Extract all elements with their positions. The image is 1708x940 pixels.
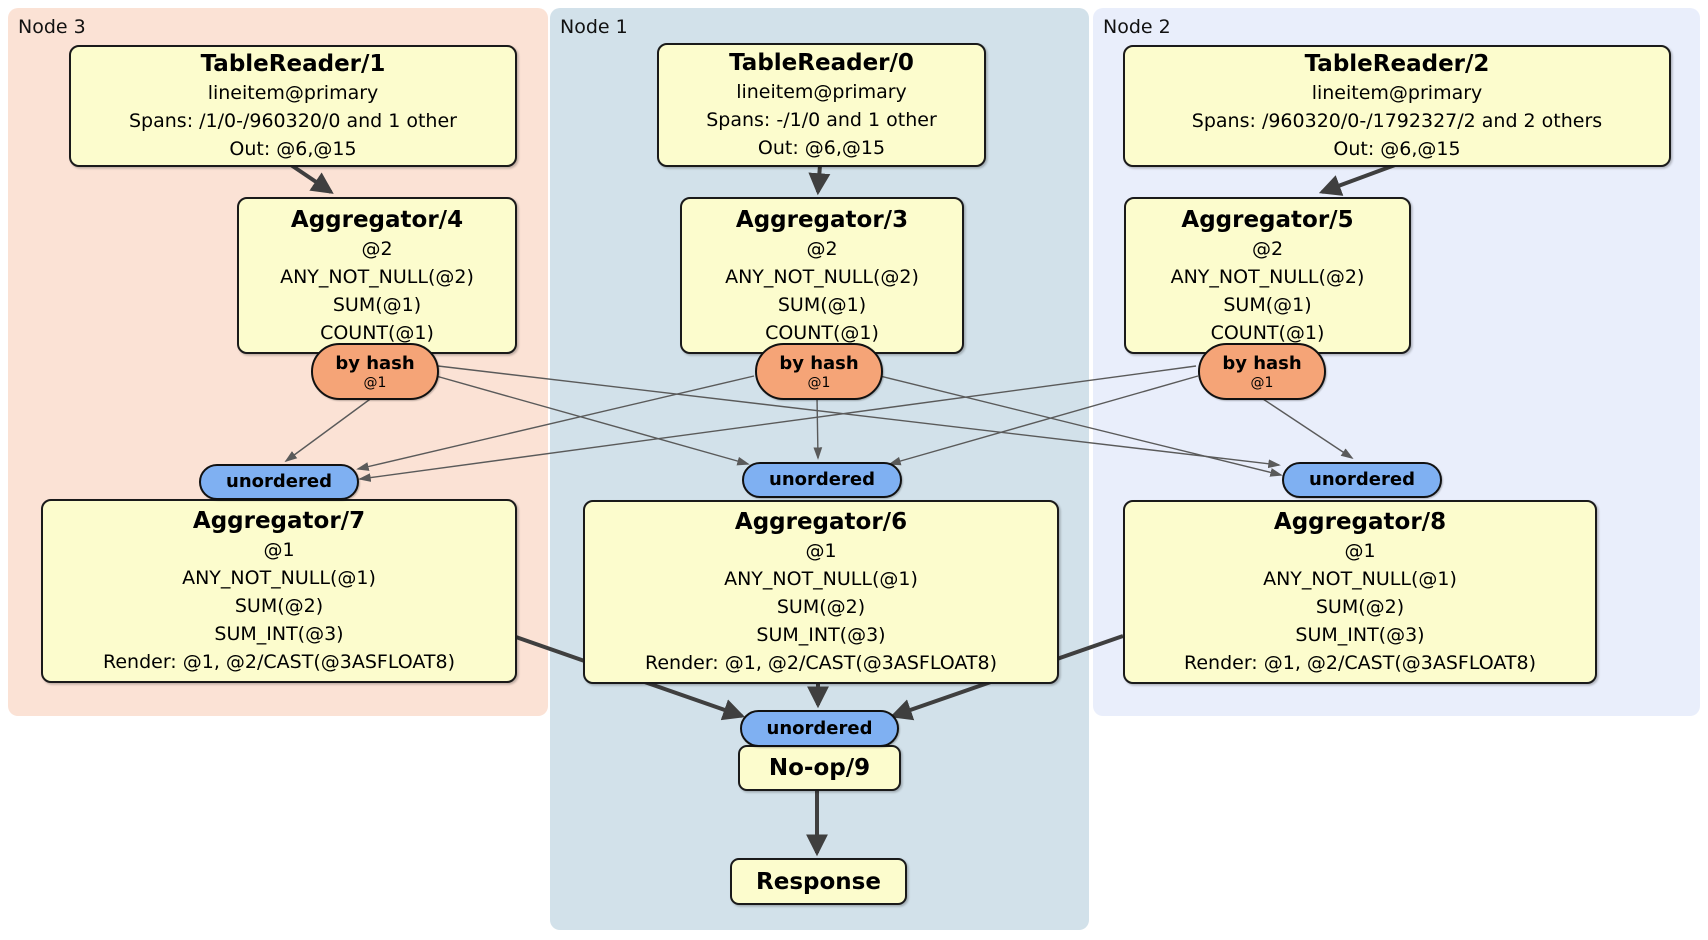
sync-final-unordered: unordered bbox=[740, 710, 899, 747]
router-detail: @1 bbox=[363, 374, 387, 391]
processor-detail: Render: @1, @2/CAST(@3ASFLOAT8) bbox=[645, 652, 997, 674]
edge-byhash-3-to-unordered-8 bbox=[879, 375, 1283, 477]
processor-detail: Render: @1, @2/CAST(@3ASFLOAT8) bbox=[103, 651, 455, 673]
processor-detail: SUM(@1) bbox=[777, 293, 867, 316]
router-by-hash-5: by hash @1 bbox=[1198, 343, 1326, 400]
edge-tablereader-0-to-aggregator-3 bbox=[808, 164, 831, 196]
edge-byhash-3-to-unordered-7 bbox=[356, 375, 755, 471]
edge-byhash-3-to-unordered-6 bbox=[813, 396, 823, 460]
router-by-hash-4: by hash @1 bbox=[311, 343, 439, 400]
processor-detail: Spans: -/1/0 and 1 other bbox=[706, 109, 937, 131]
processor-detail: lineitem@primary bbox=[736, 81, 907, 103]
processor-title: Aggregator/7 bbox=[192, 508, 366, 534]
processor-title: Aggregator/4 bbox=[290, 206, 464, 233]
sync-label: unordered bbox=[766, 717, 873, 739]
processor-title: Aggregator/5 bbox=[1181, 206, 1354, 233]
edge-byhash-4-to-unordered-8 bbox=[437, 365, 1281, 469]
processor-detail: @2 bbox=[361, 237, 393, 260]
processor-detail: SUM_INT(@3) bbox=[214, 623, 344, 645]
processor-detail: ANY_NOT_NULL(@2) bbox=[1170, 265, 1365, 288]
processor-aggregator-4: Aggregator/4 @2 ANY_NOT_NULL(@2) SUM(@1)… bbox=[237, 197, 517, 354]
processor-tablereader-2: TableReader/2 lineitem@primary Spans: /9… bbox=[1123, 45, 1671, 167]
processor-detail: COUNT(@1) bbox=[765, 321, 879, 344]
processor-response: Response bbox=[730, 858, 907, 905]
group-label: Node 2 bbox=[1103, 16, 1171, 38]
router-detail: @1 bbox=[807, 374, 831, 391]
processor-tablereader-1: TableReader/1 lineitem@primary Spans: /1… bbox=[69, 45, 517, 167]
processor-detail: lineitem@primary bbox=[1311, 82, 1483, 104]
processor-detail: lineitem@primary bbox=[207, 82, 379, 104]
sync-unordered-7: unordered bbox=[199, 464, 359, 500]
edge-byhash-4-to-unordered-7 bbox=[284, 396, 374, 463]
processor-title: TableReader/0 bbox=[729, 50, 914, 76]
processor-title: TableReader/1 bbox=[200, 51, 386, 77]
processor-detail: COUNT(@1) bbox=[320, 321, 434, 344]
sync-label: unordered bbox=[226, 471, 332, 492]
sync-unordered-8: unordered bbox=[1282, 462, 1442, 498]
processor-detail: SUM(@1) bbox=[1223, 293, 1312, 316]
edge-tablereader-1-to-aggregator-4 bbox=[289, 163, 334, 194]
processor-title: TableReader/2 bbox=[1304, 51, 1490, 77]
router-label: by hash bbox=[779, 352, 859, 374]
processor-tablereader-0: TableReader/0 lineitem@primary Spans: -/… bbox=[657, 43, 986, 167]
processor-detail: SUM(@2) bbox=[1315, 596, 1405, 618]
processor-detail: Out: @6,@15 bbox=[1333, 138, 1461, 160]
processor-detail: SUM(@2) bbox=[776, 596, 866, 618]
processor-detail: @2 bbox=[1251, 237, 1284, 260]
processor-detail: ANY_NOT_NULL(@1) bbox=[1263, 568, 1457, 590]
processor-aggregator-6: Aggregator/6 @1 ANY_NOT_NULL(@1) SUM(@2)… bbox=[583, 500, 1059, 684]
processor-detail: @1 bbox=[805, 540, 837, 562]
processor-detail: @1 bbox=[263, 539, 295, 561]
sync-label: unordered bbox=[769, 469, 875, 490]
processor-title: Response bbox=[756, 868, 881, 895]
processor-detail: ANY_NOT_NULL(@1) bbox=[724, 568, 918, 590]
processor-detail: Render: @1, @2/CAST(@3ASFLOAT8) bbox=[1184, 652, 1536, 674]
processor-detail: @1 bbox=[1344, 540, 1376, 562]
processor-aggregator-5: Aggregator/5 @2 ANY_NOT_NULL(@2) SUM(@1)… bbox=[1124, 197, 1411, 354]
processor-title: Aggregator/3 bbox=[735, 206, 909, 233]
processor-detail: @2 bbox=[806, 237, 838, 260]
sync-label: unordered bbox=[1309, 469, 1415, 490]
edge-byhash-5-to-unordered-8 bbox=[1259, 396, 1354, 460]
sync-unordered-6: unordered bbox=[742, 462, 902, 498]
processor-no-op-9: No-op/9 bbox=[738, 745, 901, 791]
processor-detail: SUM_INT(@3) bbox=[1295, 624, 1425, 646]
edge-byhash-5-to-unordered-7 bbox=[358, 365, 1197, 482]
processor-detail: ANY_NOT_NULL(@2) bbox=[725, 265, 919, 288]
processor-detail: ANY_NOT_NULL(@1) bbox=[182, 567, 376, 589]
processor-detail: Out: @6,@15 bbox=[229, 138, 357, 160]
processor-title: Aggregator/6 bbox=[734, 509, 908, 535]
router-label: by hash bbox=[1222, 352, 1302, 374]
processor-title: No-op/9 bbox=[768, 755, 871, 781]
router-label: by hash bbox=[335, 352, 415, 374]
processor-title: Aggregator/8 bbox=[1273, 509, 1447, 535]
router-detail: @1 bbox=[1250, 374, 1274, 391]
processor-detail: SUM(@2) bbox=[234, 595, 324, 617]
edge-tablereader-2-to-aggregator-5 bbox=[1318, 163, 1396, 196]
processor-detail: SUM_INT(@3) bbox=[756, 624, 886, 646]
processor-detail: COUNT(@1) bbox=[1210, 321, 1325, 344]
processor-detail: ANY_NOT_NULL(@2) bbox=[280, 265, 474, 288]
processor-aggregator-7: Aggregator/7 @1 ANY_NOT_NULL(@1) SUM(@2)… bbox=[41, 499, 517, 683]
processor-aggregator-3: Aggregator/3 @2 ANY_NOT_NULL(@2) SUM(@1)… bbox=[680, 197, 964, 354]
router-by-hash-3: by hash @1 bbox=[755, 343, 883, 400]
processor-detail: SUM(@1) bbox=[332, 293, 422, 316]
edge-byhash-4-to-unordered-6 bbox=[435, 375, 750, 466]
group-label: Node 3 bbox=[18, 16, 86, 38]
processor-aggregator-8: Aggregator/8 @1 ANY_NOT_NULL(@1) SUM(@2)… bbox=[1123, 500, 1597, 684]
processor-detail: Out: @6,@15 bbox=[757, 137, 886, 159]
edge-byhash-5-to-unordered-6 bbox=[888, 375, 1199, 466]
processor-detail: Spans: /960320/0-/1792327/2 and 2 others bbox=[1191, 110, 1603, 132]
processor-detail: Spans: /1/0-/960320/0 and 1 other bbox=[129, 110, 457, 132]
group-label: Node 1 bbox=[560, 16, 628, 38]
